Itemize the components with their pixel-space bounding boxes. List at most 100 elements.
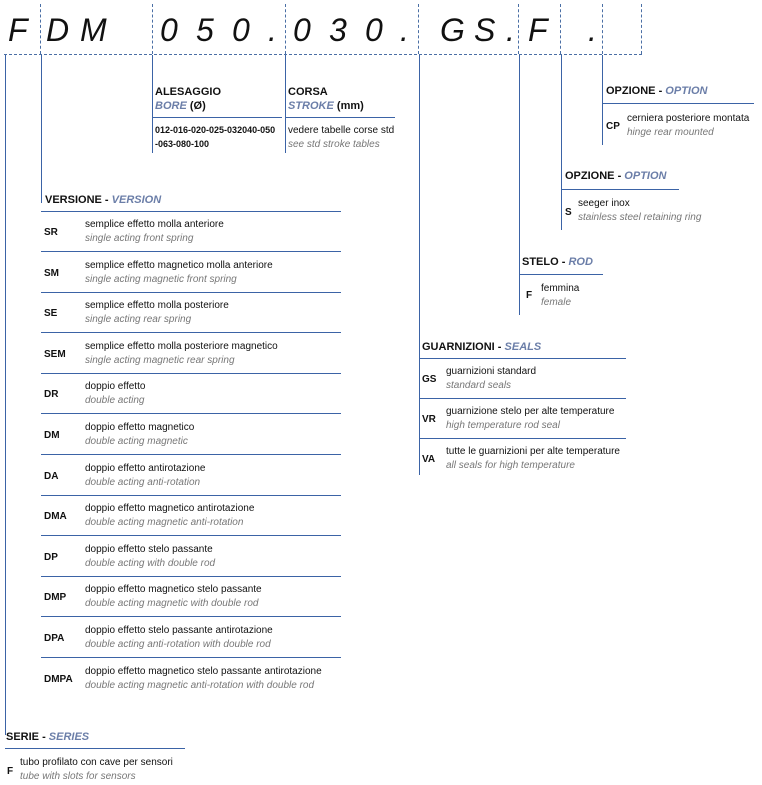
stelo-title-en: ROD bbox=[568, 256, 593, 268]
corsa-divider bbox=[285, 117, 395, 118]
versione-item-desc: semplice effetto molla anteriore single a… bbox=[85, 218, 224, 246]
opzione-cp-divider bbox=[602, 103, 754, 104]
versione-row-divider bbox=[41, 332, 341, 333]
guarnizioni-item-desc: guarnizioni standard standard seals bbox=[446, 365, 536, 393]
versione-item-it: doppio effetto magnetico antirotazione bbox=[85, 503, 255, 514]
guarnizioni-item-code: GS bbox=[422, 374, 437, 385]
versione-item-en: double acting magnetic anti-rotation wit… bbox=[85, 680, 315, 691]
code-char: F bbox=[8, 12, 28, 48]
guarnizioni-item-en: high temperature rod seal bbox=[446, 420, 560, 431]
opzione-cp-desc: cerniera posteriore montata hinge rear m… bbox=[627, 112, 749, 140]
serie-desc-en: tube with slots for sensors bbox=[20, 771, 136, 782]
versione-item-code: DP bbox=[44, 552, 58, 563]
code-char: 0 bbox=[232, 12, 250, 48]
versione-item-en: double acting with double rod bbox=[85, 558, 216, 569]
code-separator bbox=[602, 4, 603, 54]
opzione-s-divider bbox=[561, 189, 679, 190]
versione-row-divider bbox=[41, 616, 341, 617]
opzione-s-desc: seeger inox stainless steel retaining ri… bbox=[578, 197, 701, 225]
opzione-s-title: OPZIONE - OPTION bbox=[565, 170, 667, 182]
versione-row-divider bbox=[41, 495, 341, 496]
code-char: G bbox=[440, 12, 465, 48]
versione-item-it: doppio effetto bbox=[85, 381, 146, 392]
versione-row-divider bbox=[41, 413, 341, 414]
guarnizioni-item-it: tutte le guarnizioni per alte temperatur… bbox=[446, 446, 620, 457]
versione-item-en: single acting magnetic front spring bbox=[85, 274, 237, 285]
versione-item-code: DR bbox=[44, 389, 59, 400]
versione-item-en: single acting magnetic rear spring bbox=[85, 355, 235, 366]
code-char: 5 bbox=[196, 12, 214, 48]
versione-item-code: DM bbox=[44, 430, 60, 441]
serie-code: F bbox=[7, 766, 14, 777]
guarnizioni-title: GUARNIZIONI - SEALS bbox=[422, 341, 542, 353]
versione-row-divider bbox=[41, 535, 341, 536]
serie-desc: tubo profilato con cave per sensori tube… bbox=[20, 756, 173, 784]
opzione-s-desc-en: stainless steel retaining ring bbox=[578, 212, 702, 223]
opzione-cp-code: CP bbox=[606, 121, 620, 132]
versione-row-divider bbox=[41, 251, 341, 252]
versione-item-desc: doppio effetto magnetico double acting ma… bbox=[85, 421, 194, 449]
code-separator bbox=[418, 4, 419, 54]
serie-title-it: SERIE bbox=[6, 731, 40, 743]
versione-item-it: doppio effetto magnetico stelo passante … bbox=[85, 666, 322, 677]
opzione-s-code: S bbox=[565, 207, 572, 218]
versione-item-code: DMPA bbox=[44, 674, 73, 685]
guarnizioni-item-desc: guarnizione stelo per alte temperature h… bbox=[446, 405, 614, 433]
alesaggio-title: ALESAGGIO BORE (Ø) bbox=[155, 85, 221, 113]
guarnizioni-divider bbox=[419, 358, 626, 359]
versione-item-it: doppio effetto stelo passante bbox=[85, 544, 213, 555]
corsa-desc-en: see std stroke tables bbox=[288, 139, 380, 150]
stelo-desc: femmina female bbox=[541, 282, 579, 310]
versione-title: VERSIONE - VERSION bbox=[45, 194, 162, 206]
serie-title-en: SERIES bbox=[48, 731, 90, 743]
versione-item-it: semplice effetto molla posteriore bbox=[85, 300, 229, 311]
guarnizioni-item-code: VR bbox=[422, 414, 436, 425]
stelo-code: F bbox=[526, 290, 533, 301]
versione-row-divider bbox=[41, 373, 341, 374]
code-separator bbox=[560, 4, 561, 54]
versione-item-it: doppio effetto stelo passante antirotazi… bbox=[85, 625, 273, 636]
code-char: 0 bbox=[160, 12, 178, 48]
code-char: M bbox=[80, 12, 107, 48]
stelo-connector bbox=[519, 55, 520, 315]
versione-row-divider bbox=[41, 292, 341, 293]
versione-item-it: semplice effetto magnetico molla anterio… bbox=[85, 260, 273, 271]
stelo-desc-it: femmina bbox=[541, 283, 580, 294]
versione-row-divider bbox=[41, 576, 341, 577]
guarnizioni-item-desc: tutte le guarnizioni per alte temperatur… bbox=[446, 445, 620, 473]
stelo-desc-en: female bbox=[541, 297, 572, 308]
alesaggio-title-it: ALESAGGIO bbox=[155, 86, 222, 98]
code-char: F bbox=[528, 12, 548, 48]
guarnizioni-row-divider bbox=[419, 438, 626, 439]
versione-item-it: semplice effetto molla anteriore bbox=[85, 219, 224, 230]
opzione-s-connector bbox=[561, 55, 562, 230]
code-separator bbox=[40, 4, 41, 54]
serie-desc-it: tubo profilato con cave per sensori bbox=[20, 757, 173, 768]
code-separator bbox=[641, 4, 642, 54]
corsa-title: CORSA STROKE (mm) bbox=[288, 85, 364, 113]
versione-item-en: single acting front spring bbox=[85, 233, 194, 244]
alesaggio-divider bbox=[152, 117, 282, 118]
versione-item-en: double acting anti-rotation with double … bbox=[85, 639, 271, 650]
versione-item-code: DMA bbox=[44, 511, 67, 522]
guarnizioni-connector bbox=[419, 55, 420, 475]
versione-item-en: double acting magnetic bbox=[85, 436, 188, 447]
versione-item-en: double acting magnetic anti-rotation bbox=[85, 517, 244, 528]
versione-divider bbox=[41, 211, 341, 212]
alesaggio-values: 012-016-020-025-032040-050 -063-080-100 bbox=[155, 123, 275, 151]
guarnizioni-title-it: GUARNIZIONI bbox=[422, 341, 495, 353]
versione-title-en: VERSION bbox=[111, 194, 162, 206]
guarnizioni-item-it: guarnizione stelo per alte temperature bbox=[446, 406, 615, 417]
versione-item-it: doppio effetto magnetico bbox=[85, 422, 195, 433]
versione-item-code: SE bbox=[44, 308, 58, 319]
alesaggio-title-en: BORE bbox=[155, 100, 187, 112]
stelo-title-it: STELO bbox=[522, 256, 559, 268]
versione-item-desc: doppio effetto stelo passante double acti… bbox=[85, 543, 215, 571]
versione-connector bbox=[41, 55, 42, 203]
versione-item-en: double acting magnetic with double rod bbox=[85, 598, 259, 609]
versione-title-it: VERSIONE bbox=[45, 194, 102, 206]
